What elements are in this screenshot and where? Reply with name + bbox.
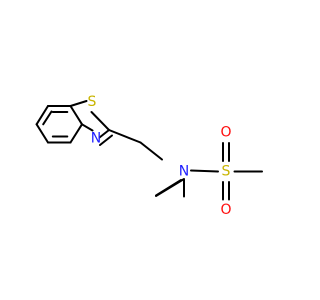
bond [139,141,163,161]
bond [35,105,49,126]
bond [69,105,83,126]
sulfur-sulfonyl-label: S [222,164,231,180]
oxygen-top-label: O [220,125,231,141]
bond [42,110,53,126]
nitrogen-ring-label: N [91,131,101,147]
molecule-canvas: S N N S O O [35,94,263,218]
bond [98,129,110,139]
sulfur-ring-label: S [88,94,97,110]
bond [155,179,182,197]
bond [35,123,49,144]
nitrogen-amide-label: N [179,164,189,180]
bond [190,169,219,173]
oxygen-bottom-label: O [220,202,231,218]
structure-diagram: S N N S O O [35,94,263,218]
bond [90,111,110,131]
bond [108,129,142,144]
bond [69,100,88,107]
bond [99,134,113,146]
bond [81,123,94,132]
bond [69,123,83,144]
